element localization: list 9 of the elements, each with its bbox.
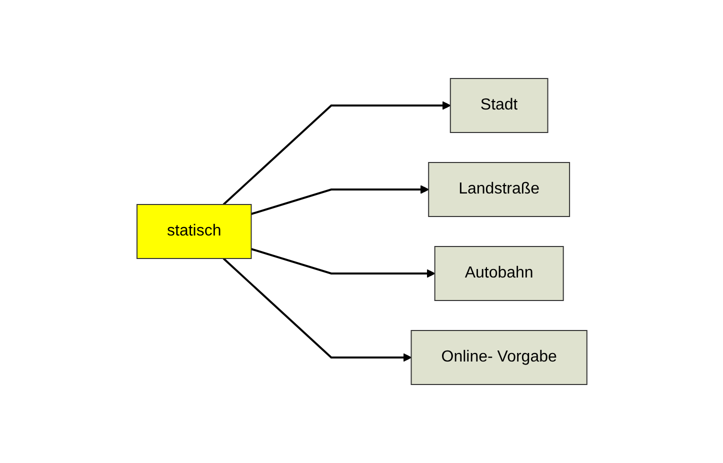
node-box: Online- Vorgabe bbox=[410, 330, 587, 385]
arrow bbox=[250, 185, 429, 215]
node-box: Stadt bbox=[449, 78, 548, 133]
node-box: Landstraße bbox=[428, 162, 570, 217]
arrow bbox=[250, 248, 435, 278]
node-box: statisch bbox=[136, 204, 252, 259]
arrow bbox=[222, 258, 412, 362]
node-box: Autobahn bbox=[434, 246, 564, 301]
arrow bbox=[222, 101, 450, 206]
